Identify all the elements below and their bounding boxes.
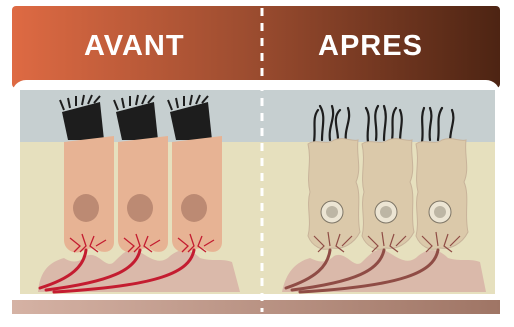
- bottom-strip: [12, 300, 500, 314]
- after-label: APRES: [318, 30, 423, 63]
- before-label: AVANT: [84, 30, 185, 63]
